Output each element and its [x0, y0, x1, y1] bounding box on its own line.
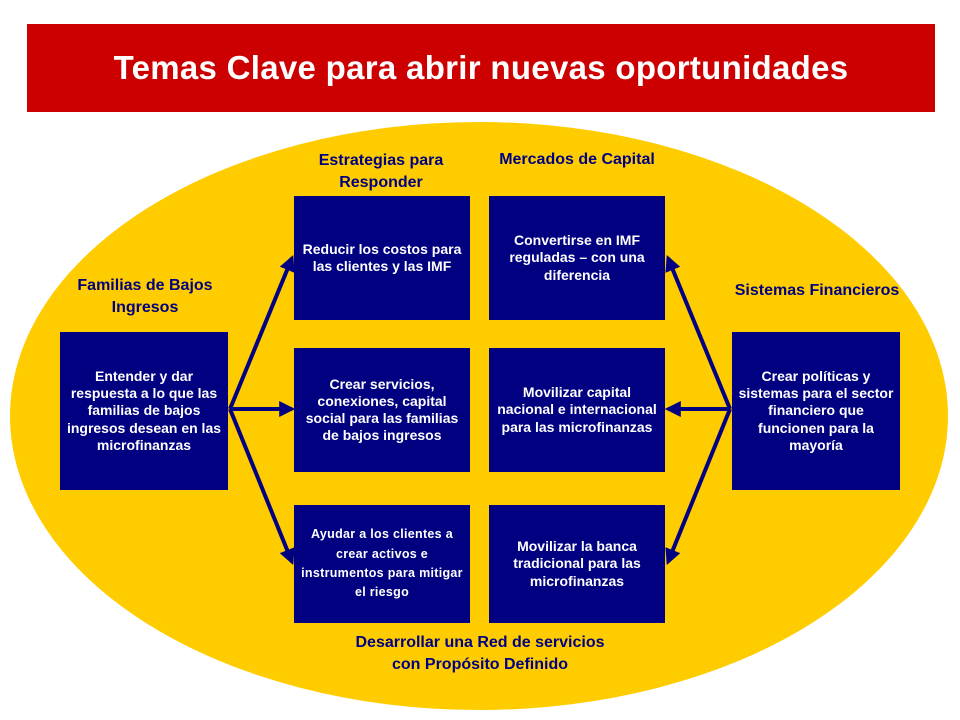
box-create-services: Crear servicios, conexiones, capital soc… [294, 348, 470, 472]
heading-capital-markets: Mercados de Capital [499, 151, 655, 168]
box-regulated-imf: Convertirse en IMF reguladas – con una d… [489, 196, 665, 320]
title-bar: Temas Clave para abrir nuevas oportunida… [27, 24, 935, 112]
box-create-policies: Crear políticas y sistemas para el secto… [732, 332, 900, 490]
box-mobilize-capital: Movilizar capital nacional e internacion… [489, 348, 665, 472]
box-understand-families: Entender y dar respuesta a lo que las fa… [60, 332, 228, 490]
heading-low-income-families: Familias de Bajos Ingresos [77, 277, 213, 316]
arrow-left-to-strategy-3 [228, 408, 295, 565]
arrow-left-to-strategy-1 [228, 255, 295, 410]
page-title: Temas Clave para abrir nuevas oportunida… [113, 49, 849, 86]
box-reduce-costs: Reducir los costos para las clientes y l… [294, 196, 470, 320]
heading-purpose-network: Desarrollar una Red de servicios con Pro… [355, 634, 605, 673]
heading-strategies: Estrategias para Responder [318, 152, 444, 191]
heading-financial-systems: Sistemas Financieros [734, 282, 900, 299]
arrow-right-to-market-3 [665, 408, 732, 565]
arrow-right-to-market-1 [665, 255, 732, 410]
box-mobilize-banking: Movilizar la banca tradicional para las … [489, 505, 665, 623]
box-help-clients-assets: Ayudar a los clientes a crear activos e … [294, 505, 470, 623]
